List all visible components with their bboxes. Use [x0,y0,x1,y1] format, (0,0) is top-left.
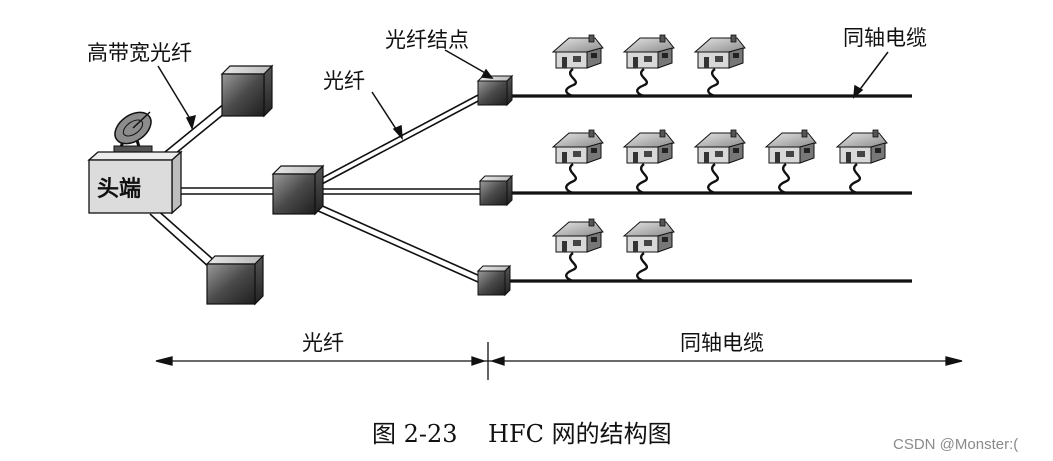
coax-cables [510,94,912,283]
drop-cable [636,163,649,195]
span-label-fiber: 光纤 [302,331,344,355]
watermark: CSDN @Monster:( [893,436,1018,453]
house-icon [764,129,817,164]
house-icon [551,218,604,253]
headend: 头端 [87,111,183,215]
span-arrows [155,342,963,380]
span-label-coax: 同轴电缆 [680,331,764,355]
house-icon [622,218,675,253]
drop-cable [565,252,578,283]
house-icon [835,129,888,164]
satellite-dish-icon [113,111,153,155]
houses [551,34,888,283]
house-icon [551,34,604,69]
fiber-node-middle [478,174,514,207]
label-fiber: 光纤 [323,69,365,93]
fiber-cables [149,93,483,283]
drop-cable [778,163,791,195]
house-icon [622,129,675,164]
house-icon [622,34,675,69]
headend-label: 头端 [97,177,141,202]
label-fiber-node: 光纤结点 [385,28,469,52]
house-icon [693,129,746,164]
drop-cable [565,68,578,98]
callout-lines [157,49,889,141]
drop-cable [849,163,862,195]
cube-icon [271,164,325,216]
drop-cable [565,163,578,195]
house-icon [693,34,746,69]
drop-cable [636,252,649,283]
cube-icon [220,64,274,118]
drop-cable [636,68,649,98]
drop-cable [707,68,720,98]
fiber-node-lower [476,264,512,297]
label-high-bandwidth-fiber: 高带宽光纤 [87,41,192,65]
house-icon [551,129,604,164]
label-coax: 同轴电缆 [843,26,927,50]
cube-icon [205,254,265,306]
drop-cable [707,163,720,195]
fiber-node-upper [476,74,514,107]
figure-caption: 图 2-23 HFC 网的结构图 [372,420,672,448]
